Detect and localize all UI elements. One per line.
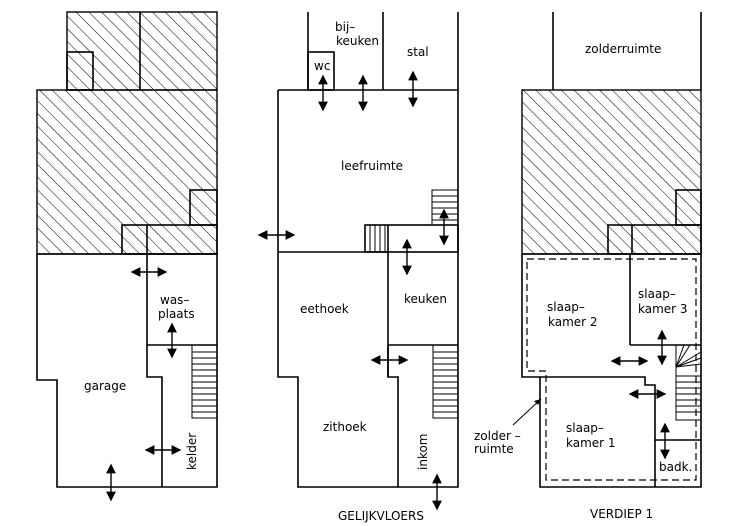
- room-label-leefruimte: leefruimte: [341, 159, 403, 173]
- hatched-roof-block: [521, 89, 702, 255]
- room-label-slaapkamer2-b: kamer 2: [548, 315, 598, 329]
- attic-boundary-dashed: [526, 258, 697, 481]
- room-label-zolder: zolder –: [474, 429, 521, 443]
- room-label-slaapkamer2-a: slaap–: [547, 300, 585, 314]
- stair: [432, 344, 459, 419]
- room-label-slaapkamer3-a: slaap–: [638, 287, 676, 301]
- room-label-garage: garage: [84, 379, 126, 393]
- room-label-plaats: plaats: [158, 307, 195, 321]
- hatched-upper-block: [66, 11, 218, 91]
- room-label-zolderruimte: zolderruimte: [585, 42, 661, 56]
- room-label-kelder: kelder: [185, 433, 199, 470]
- spiral-stair: [675, 344, 702, 421]
- room-label-badk: badk.: [659, 460, 692, 474]
- room-label-slaapkamer1-b: kamer 1: [566, 436, 616, 450]
- plan-caption-verdiep: VERDIEP 1: [590, 507, 653, 521]
- room-label-bij: bij–: [335, 20, 355, 34]
- room-label-stal: stal: [407, 45, 429, 59]
- room-label-wc: wc: [314, 59, 330, 73]
- plan-caption-gelijkvloers: GELIJKVLOERS: [338, 509, 424, 523]
- room-label-ruimte: ruimte: [474, 442, 514, 456]
- stair: [369, 225, 386, 252]
- room-label-zithoek: zithoek: [323, 420, 367, 434]
- stair: [191, 344, 218, 419]
- room-label-eethoek: eethoek: [300, 302, 349, 316]
- stair: [431, 189, 459, 226]
- plan-middle: bij– keuken wc stal leefruimte eethoek k…: [257, 12, 459, 523]
- hatched-main-block: [36, 89, 218, 255]
- room-label-inkom: inkom: [416, 434, 430, 471]
- room-label-keuken-annex: keuken: [336, 34, 379, 48]
- room-label-was: was–: [160, 293, 189, 307]
- plan-right: zolderruimte slaap– kamer 2 slaap– kamer…: [474, 12, 702, 521]
- room-label-slaapkamer3-b: kamer 3: [638, 302, 688, 316]
- room-label-keuken: keuken: [404, 292, 447, 306]
- room-label-slaapkamer1-a: slaap–: [566, 421, 604, 435]
- plan-left: was– plaats garage kelder: [36, 11, 218, 502]
